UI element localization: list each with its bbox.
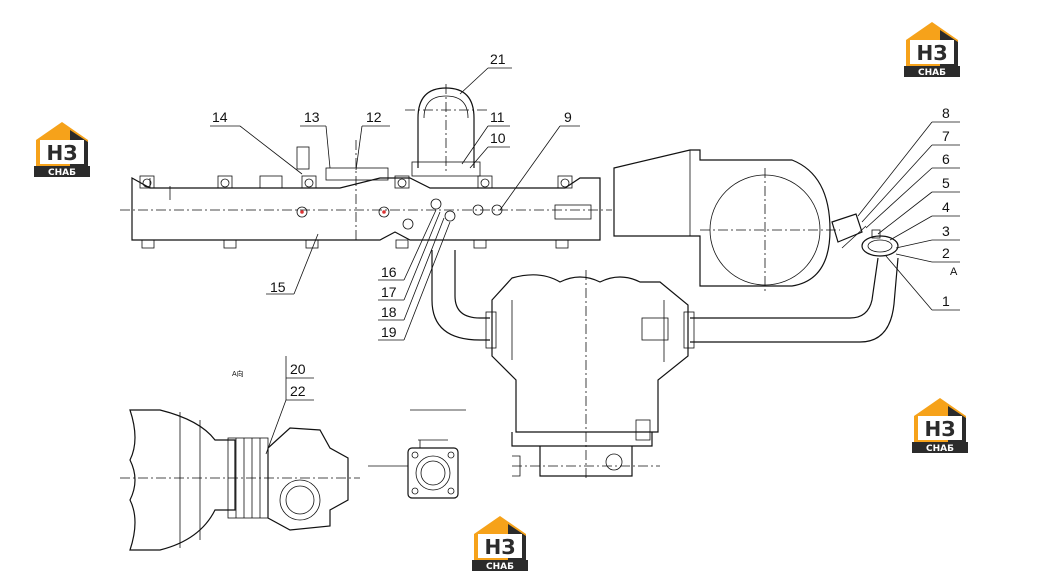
callout-8: 8 <box>942 105 950 121</box>
callout-5: 5 <box>942 175 950 191</box>
callout-11: 11 <box>490 109 505 125</box>
callout-1: 1 <box>942 293 950 309</box>
callout-21: 21 <box>490 51 506 67</box>
logo-caption: СНАБ <box>486 562 514 572</box>
flange-detail <box>368 409 466 499</box>
logo-caption: СНАБ <box>918 68 946 78</box>
logo-right: НЗ СНАБ <box>908 394 972 454</box>
logo-bottom: НЗ СНАБ <box>468 512 532 572</box>
logo-caption: СНАБ <box>926 444 954 454</box>
callout-20: 20 <box>290 361 306 377</box>
logo-caption: СНАБ <box>48 168 76 178</box>
logo-letters: НЗ <box>485 535 516 559</box>
logo-letters: НЗ <box>917 41 948 65</box>
callout-16: 16 <box>381 264 397 280</box>
logo-letters: НЗ <box>47 141 78 165</box>
callout-17: 17 <box>381 284 397 300</box>
clamp-assembly <box>831 213 899 257</box>
muffler <box>491 270 689 480</box>
callout-18: 18 <box>381 304 397 320</box>
callout-4: 4 <box>942 199 950 215</box>
callout-3: 3 <box>942 223 950 239</box>
logo-letters: НЗ <box>925 417 956 441</box>
callout-7: 7 <box>942 128 950 144</box>
logo-top-right: НЗ СНАБ <box>900 18 964 78</box>
air-cleaner-housing <box>613 149 840 292</box>
callout-22: 22 <box>290 383 306 399</box>
callout-6: 6 <box>942 151 950 167</box>
leader-lines <box>210 67 960 455</box>
view-label-a: A <box>950 266 958 278</box>
callout-19: 19 <box>381 324 397 340</box>
callout-14: 14 <box>212 109 228 125</box>
callout-2: 2 <box>942 245 950 261</box>
callout-12: 12 <box>366 109 382 125</box>
callout-13: 13 <box>304 109 320 125</box>
callout-15: 15 <box>270 279 286 295</box>
exhaust-pipe <box>431 250 899 349</box>
turbo-side-view <box>120 409 360 551</box>
logo-left: НЗ СНАБ <box>30 118 94 178</box>
callout-9: 9 <box>564 109 572 125</box>
callout-10: 10 <box>490 130 506 146</box>
view-label-side: A向 <box>232 369 244 378</box>
exhaust-manifold <box>120 84 612 249</box>
callout-labels: 14 13 12 21 11 10 9 15 16 17 18 19 8 7 6… <box>212 51 958 399</box>
